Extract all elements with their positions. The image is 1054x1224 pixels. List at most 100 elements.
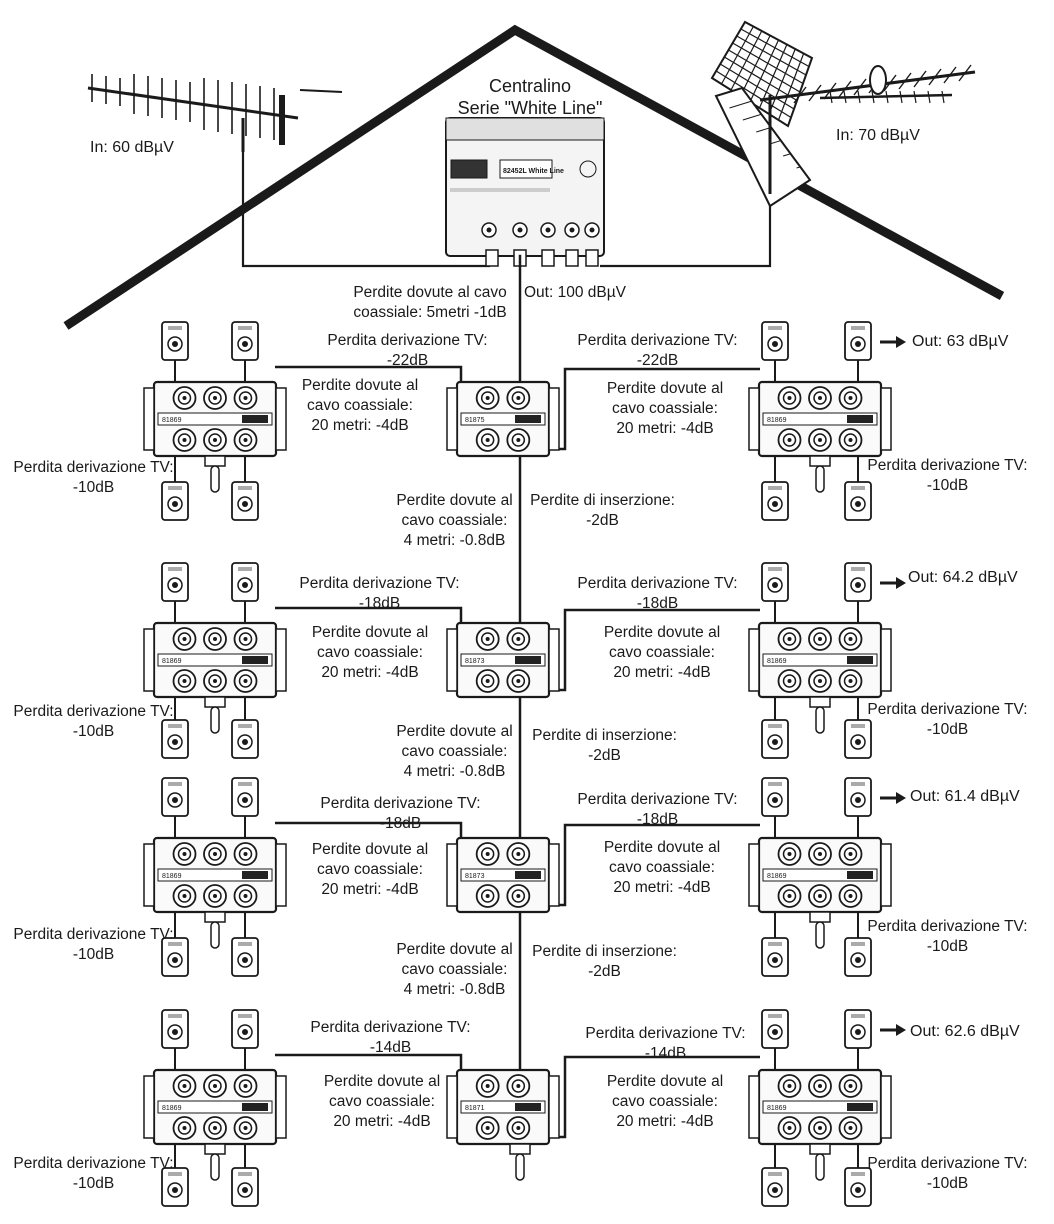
level-2-left-terminator xyxy=(204,696,226,734)
device-code-label: 81869 xyxy=(767,873,787,880)
level-4-tap-loss-left: Perdita derivazione TV:-14dB xyxy=(310,1019,471,1056)
level-3-side-tap-loss-left: Perdita derivazione TV:-10dB xyxy=(13,926,174,963)
level-1-outlet-left-4 xyxy=(231,481,259,521)
device-code-label: 81869 xyxy=(767,658,787,665)
level-3-right-terminator xyxy=(809,911,831,949)
level-3-side-tap-loss-right: Perdita derivazione TV:-10dB xyxy=(867,918,1028,955)
level-2-outlet-right-1 xyxy=(761,562,789,602)
level-1-output-level: Out: 63 dBµV xyxy=(912,333,1009,350)
level-4-side-tap-loss-right: Perdita derivazione TV:-10dB xyxy=(867,1155,1028,1192)
level-4-output-level: Out: 62.6 dBµV xyxy=(910,1023,1020,1040)
level-3-right-tap: 81869 xyxy=(748,836,892,914)
level-3-outlet-right-4 xyxy=(844,937,872,977)
level-2-side-tap-loss-right: Perdita derivazione TV:-10dB xyxy=(867,701,1028,738)
level-2-outlet-right-3 xyxy=(761,719,789,759)
antenna-left-input: In: 60 dBµV xyxy=(90,139,174,156)
device-code-label: 81875 xyxy=(465,417,485,424)
level-3-output-level: Out: 61.4 dBµV xyxy=(910,788,1020,805)
level-3-outlet-right-3 xyxy=(761,937,789,977)
level-3-tap-loss-right: Perdita derivazione TV:-18dB xyxy=(577,791,738,828)
level-2-output-level: Out: 64.2 dBµV xyxy=(908,569,1018,586)
amplifier-output: Out: 100 dBµV xyxy=(524,284,626,301)
level-1-tap-loss-left: Perdita derivazione TV:-22dB xyxy=(327,332,488,369)
antenna-left-icon xyxy=(87,74,343,152)
level-4-center-terminator xyxy=(509,1143,531,1181)
level-3-left-terminator xyxy=(204,911,226,949)
level-2-cable-left xyxy=(275,606,463,622)
level-3-outlet-right-1 xyxy=(761,777,789,817)
level-1-outlet-right-2 xyxy=(844,321,872,361)
level-2-outlet-right-4 xyxy=(844,719,872,759)
roof xyxy=(63,24,1005,330)
level-3-cable-left xyxy=(275,821,463,837)
antenna-right-cable xyxy=(600,192,772,268)
level-2-tap-loss-right: Perdita derivazione TV:-18dB xyxy=(577,575,738,612)
level-1-right-terminator xyxy=(809,455,831,493)
level-1-outlet-left-1 xyxy=(161,321,189,361)
level-2-outlet-right-2 xyxy=(844,562,872,602)
level-3-insertion-loss: Perdite di inserzione:-2dB xyxy=(532,727,677,764)
level-4-outlet-left-2 xyxy=(231,1009,259,1049)
level-3-outlet-left-1 xyxy=(161,777,189,817)
device-code-label: 81869 xyxy=(162,658,182,665)
level-2-outlet-left-4 xyxy=(231,719,259,759)
level-2-center-tap: 81873 xyxy=(446,621,560,699)
level-4-side-tap-loss-left: Perdita derivazione TV:-10dB xyxy=(13,1155,174,1192)
antenna-right-icon xyxy=(710,20,976,208)
level-2-right-tap: 81869 xyxy=(748,621,892,699)
level-1-side-tap-loss-right: Perdita derivazione TV:-10dB xyxy=(867,457,1028,494)
level-3-left-tap: 81869 xyxy=(143,836,287,914)
device-code-label: 81869 xyxy=(162,873,182,880)
antenna-right-input: In: 70 dBµV xyxy=(836,127,920,144)
level-4-outlet-right-2 xyxy=(844,1009,872,1049)
level-3-outlet-right-2 xyxy=(844,777,872,817)
level-3-outlet-left-3 xyxy=(161,937,189,977)
device-code-label: 81873 xyxy=(465,873,485,880)
level-1-side-tap-loss-left: Perdita derivazione TV:-10dB xyxy=(13,459,174,496)
level-4-outlet-right-3 xyxy=(761,1167,789,1207)
level-2-right-terminator xyxy=(809,696,831,734)
level-1-outlet-left-2 xyxy=(231,321,259,361)
level-4-outlet-right-1 xyxy=(761,1009,789,1049)
level-4-out-arrow-icon xyxy=(880,1024,906,1036)
device-code-label: 81871 xyxy=(465,1105,485,1112)
level-1-outlet-left-3 xyxy=(161,481,189,521)
level-4-right-tap: 81869 xyxy=(748,1068,892,1146)
level-4-outlet-right-4 xyxy=(844,1167,872,1207)
level-1-center-tap: 81875 xyxy=(446,380,560,458)
amplifier-model-label: 82452L White Line xyxy=(503,168,564,175)
level-1-outlet-right-3 xyxy=(761,481,789,521)
level-2-outlet-left-2 xyxy=(231,562,259,602)
level-4-outlet-left-4 xyxy=(231,1167,259,1207)
level-4-left-tap: 81869 xyxy=(143,1068,287,1146)
level-2-tap-loss-left: Perdita derivazione TV:-18dB xyxy=(299,575,460,612)
antenna-left-cable xyxy=(241,150,490,268)
level-1-out-arrow-icon xyxy=(880,336,906,348)
level-4-center-tap: 81871 xyxy=(446,1068,560,1146)
level-3-center-tap: 81873 xyxy=(446,836,560,914)
level-1-cable-left xyxy=(275,365,463,381)
level-4-cable-left xyxy=(275,1053,463,1069)
level-4-outlet-left-1 xyxy=(161,1009,189,1049)
level-1-left-tap: 81869 xyxy=(143,380,287,458)
level-3-tap-loss-left: Perdita derivazione TV:-18dB xyxy=(320,795,481,832)
level-4-right-terminator xyxy=(809,1143,831,1181)
level-1-outlet-right-4 xyxy=(844,481,872,521)
level-2-side-tap-loss-left: Perdita derivazione TV:-10dB xyxy=(13,703,174,740)
level-4-left-terminator xyxy=(204,1143,226,1181)
level-2-outlet-left-1 xyxy=(161,562,189,602)
level-4-insertion-loss: Perdite di inserzione:-2dB xyxy=(532,943,677,980)
level-1-tap-loss-right: Perdita derivazione TV:-22dB xyxy=(577,332,738,369)
device-code-label: 81869 xyxy=(767,417,787,424)
level-4-outlet-left-3 xyxy=(161,1167,189,1207)
